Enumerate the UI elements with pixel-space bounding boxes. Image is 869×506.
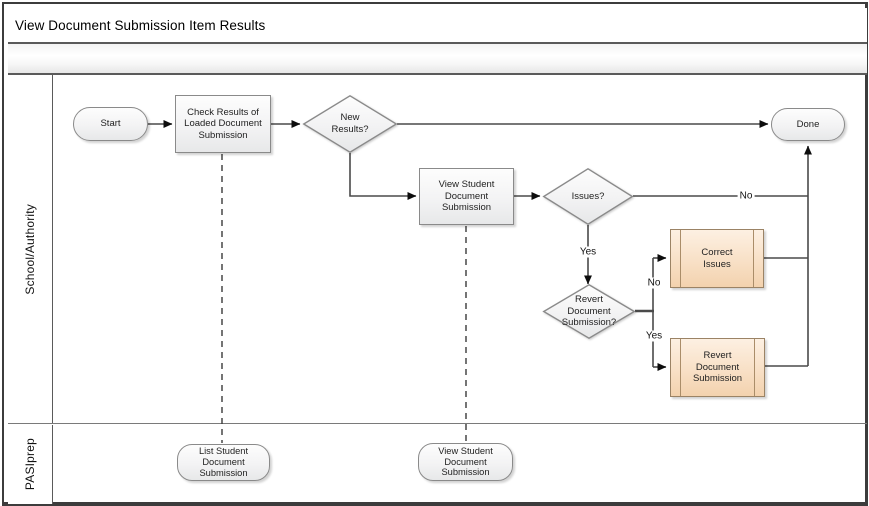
edge-label-issues-yes: Yes — [577, 246, 599, 258]
node-pasi-list-student-submission: List Student Document Submission — [177, 444, 270, 481]
edge-label-issues-no: No — [737, 190, 755, 202]
node-pasi-view-student-submission: View Student Document Submission — [418, 443, 513, 481]
node-correct-issues-label: Correct Issues — [701, 246, 733, 270]
node-revert-question-label: Revert Document Submission? — [561, 294, 617, 329]
node-new-results-decision: New Results? — [303, 95, 397, 153]
node-done-label: Done — [796, 118, 820, 130]
subprocess-bar — [680, 230, 681, 287]
phase-band — [8, 44, 867, 75]
lane-pasiprep: PASIprep — [8, 424, 867, 504]
subprocess-bar — [680, 339, 681, 396]
node-view-student-submission: View Student Document Submission — [419, 168, 514, 225]
subprocess-bar — [753, 230, 754, 287]
lane-school-authority-header: School/Authority — [8, 75, 53, 423]
node-check-results-label: Check Results of Loaded Document Submiss… — [184, 106, 262, 141]
node-new-results-label: New Results? — [331, 112, 369, 135]
node-check-results: Check Results of Loaded Document Submiss… — [175, 95, 271, 153]
edge-newresults-to-viewstudent — [349, 153, 417, 200]
node-pasi-list-student-label: List Student Document Submission — [198, 446, 249, 478]
node-correct-issues: Correct Issues — [670, 229, 764, 288]
edge-label-revert-no: No — [645, 277, 663, 289]
node-issues-decision: Issues? — [543, 168, 633, 225]
node-revert-question-decision: Revert Document Submission? — [543, 284, 635, 339]
node-done: Done — [771, 108, 845, 141]
edge-label-revert-yes: Yes — [643, 330, 665, 342]
diagram-title-bar: View Document Submission Item Results — [8, 8, 867, 44]
subprocess-bar — [754, 339, 755, 396]
node-view-student-label: View Student Document Submission — [438, 179, 495, 214]
diamond-shape — [543, 284, 635, 339]
node-start: Start — [73, 107, 148, 141]
node-revert-submission: Revert Document Submission — [670, 338, 765, 397]
node-revert-submission-label: Revert Document Submission — [692, 350, 743, 385]
lane-pasiprep-header: PASIprep — [8, 424, 53, 504]
diamond-shape — [303, 95, 397, 153]
node-issues-label: Issues? — [571, 190, 605, 202]
node-start-label: Start — [100, 118, 121, 130]
node-pasi-view-student-label: View Student Document Submission — [438, 445, 493, 478]
lane-school-authority: School/Authority — [8, 75, 867, 424]
diamond-shape — [543, 168, 633, 225]
diagram-title: View Document Submission Item Results — [15, 17, 266, 33]
